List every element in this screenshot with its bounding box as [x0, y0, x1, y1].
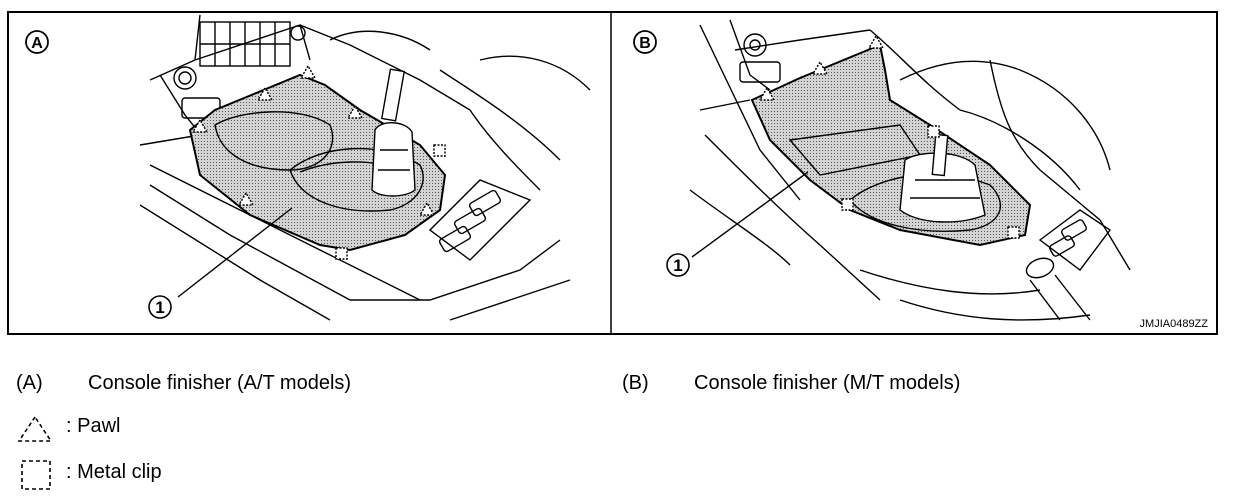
legend-text-b: Console finisher (M/T models)	[694, 372, 961, 394]
callout-leader-a	[177, 207, 293, 298]
figure-frame	[7, 11, 1218, 335]
panel-b-marker: B	[639, 35, 651, 52]
legend-panel-b: (B) Console finisher (M/T models)	[622, 371, 960, 395]
legend-code-a: (A)	[16, 372, 43, 394]
pawl-markers-a	[191, 64, 436, 216]
part-callout-a: 1	[155, 298, 164, 317]
finisher-a-details	[214, 68, 424, 212]
finisher-b-details	[788, 124, 1001, 232]
legend-code-b: (B)	[622, 372, 649, 394]
image-id: JMJIA0489ZZ	[1140, 318, 1209, 330]
legend-metal-clip: : Metal clip	[66, 461, 162, 483]
legend-panel-a: (A) Console finisher (A/T models)	[16, 371, 351, 395]
metal-clip-markers-a	[335, 144, 446, 260]
dashed-square-icon	[21, 460, 51, 490]
callout-leader-b	[691, 171, 809, 258]
legend-pawl: : Pawl	[66, 415, 121, 437]
part-callout-b: 1	[673, 256, 682, 275]
metal-clip-markers-b	[841, 125, 1020, 239]
legend-text-a: Console finisher (A/T models)	[88, 372, 352, 394]
panel-b-illustration	[689, 19, 1131, 321]
dashed-triangle-icon	[17, 415, 53, 442]
panel-a-marker: A	[31, 35, 43, 52]
pawl-markers-b	[758, 34, 885, 101]
console-finisher-diagram: 1 A	[7, 11, 1218, 335]
